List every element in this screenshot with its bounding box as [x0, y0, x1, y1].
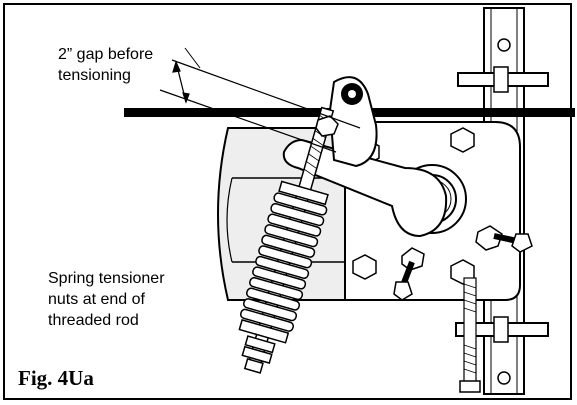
post-hole-bottom — [497, 371, 511, 385]
bearing-bolts — [393, 225, 533, 301]
gap-callout-line2: tensioning — [58, 67, 131, 84]
rod-end-cap — [243, 357, 264, 374]
post-hole-top — [497, 38, 511, 52]
spring-callout-line1: Spring tensioner — [48, 270, 165, 287]
tensioner-nut-1 — [244, 335, 276, 354]
spring-callout-line3: threaded rod — [48, 312, 139, 329]
spring-callout: Spring tensioner nuts at end of threaded… — [48, 268, 165, 331]
top-clamp — [457, 66, 549, 93]
tensioner-nut-2 — [241, 345, 273, 364]
bottom-clamp — [455, 277, 549, 393]
figure-caption: Fig. 4Ua — [18, 366, 94, 390]
adjust-nut — [459, 380, 481, 393]
gap-dimension — [159, 59, 361, 153]
gap-callout: 2” gap before tensioning — [58, 44, 153, 86]
spring-assembly — [238, 106, 335, 374]
pivot-bracket — [328, 76, 378, 168]
spring-coils — [239, 192, 328, 332]
gap-callout-line1: 2” gap before — [58, 46, 154, 63]
spring-callout-line2: nuts at end of — [48, 291, 145, 308]
adjust-rod — [463, 277, 477, 391]
gap-leader — [184, 47, 201, 69]
spring-washer-top — [278, 180, 329, 206]
rod-top-nut — [315, 115, 339, 137]
spring-washer-bottom — [238, 318, 290, 344]
